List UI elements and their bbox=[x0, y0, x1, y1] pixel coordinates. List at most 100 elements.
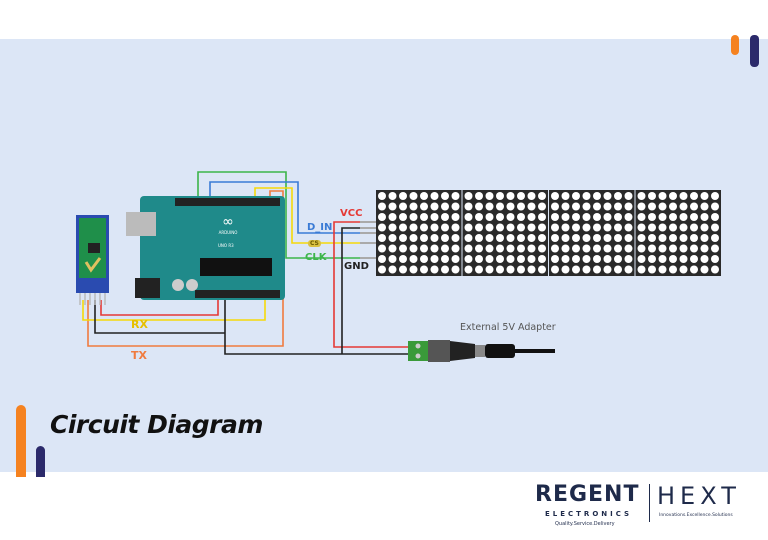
led-dot bbox=[669, 265, 677, 274]
led-dot bbox=[441, 192, 449, 200]
led-dot bbox=[485, 192, 494, 200]
accent-bar-orange-top bbox=[731, 35, 739, 55]
led-dot bbox=[388, 223, 397, 232]
led-dot bbox=[572, 213, 580, 221]
led-dot bbox=[648, 213, 656, 221]
led-dot bbox=[399, 244, 407, 253]
matrix-module bbox=[549, 190, 635, 276]
led-dot bbox=[441, 265, 449, 274]
led-dot bbox=[711, 213, 719, 221]
led-dot bbox=[561, 202, 570, 211]
led-dot bbox=[711, 234, 719, 242]
led-dot bbox=[485, 223, 494, 232]
led-dot bbox=[561, 265, 570, 274]
led-dot bbox=[420, 255, 428, 263]
led-dot bbox=[690, 255, 698, 263]
led-dot bbox=[475, 202, 483, 211]
led-dot bbox=[496, 192, 504, 200]
led-dot bbox=[582, 265, 591, 274]
led-dot bbox=[679, 213, 688, 221]
led-dot bbox=[496, 223, 504, 232]
led-dot bbox=[485, 265, 494, 274]
led-dot bbox=[527, 234, 536, 242]
wire-red-vcc bbox=[333, 221, 420, 348]
led-dot bbox=[388, 244, 397, 253]
led-dot bbox=[506, 244, 515, 253]
led-dot bbox=[561, 234, 570, 242]
led-dot bbox=[430, 202, 439, 211]
led-dot bbox=[475, 213, 483, 221]
led-dot bbox=[582, 202, 591, 211]
led-dot bbox=[551, 213, 559, 221]
led-dot bbox=[561, 255, 570, 263]
led-dot bbox=[475, 192, 483, 200]
led-dot bbox=[496, 255, 504, 263]
led-dot bbox=[451, 234, 460, 242]
led-dot bbox=[399, 202, 407, 211]
led-dot bbox=[624, 265, 633, 274]
arduino-model-text: UNO R3 bbox=[218, 243, 234, 248]
led-dot bbox=[593, 265, 601, 274]
accent-bar-navy-top bbox=[750, 35, 759, 67]
led-dot bbox=[572, 192, 580, 200]
bluetooth-module bbox=[76, 215, 109, 305]
led-dot bbox=[451, 192, 460, 200]
led-dot bbox=[464, 255, 473, 263]
page-title: Circuit Diagram bbox=[50, 410, 263, 439]
led-dot bbox=[496, 244, 504, 253]
led-dot bbox=[561, 192, 570, 200]
led-dot bbox=[679, 255, 688, 263]
svg-text:∞: ∞ bbox=[222, 214, 234, 230]
wire-green-clk bbox=[197, 171, 372, 259]
led-dot bbox=[409, 244, 418, 253]
led-dot bbox=[409, 192, 418, 200]
led-dot bbox=[378, 234, 386, 242]
led-dot bbox=[572, 265, 580, 274]
company-logo: REGENT ELECTRONICS Quality.Service.Deliv… bbox=[535, 482, 760, 532]
led-dot bbox=[420, 192, 428, 200]
wire-black-matrix-gnd bbox=[341, 227, 372, 354]
led-dot bbox=[648, 223, 656, 232]
led-dot bbox=[700, 234, 709, 242]
led-dot bbox=[658, 234, 667, 242]
led-dot bbox=[614, 213, 622, 221]
led-dot bbox=[690, 192, 698, 200]
led-dot bbox=[506, 255, 515, 263]
led-dot bbox=[582, 255, 591, 263]
led-dot bbox=[517, 202, 525, 211]
led-dot bbox=[624, 223, 633, 232]
led-dot bbox=[441, 234, 449, 242]
led-dot bbox=[430, 265, 439, 274]
led-dot bbox=[538, 213, 546, 221]
led-dot bbox=[624, 255, 633, 263]
led-dot bbox=[603, 213, 612, 221]
led-dot bbox=[603, 234, 612, 242]
wire-black-gnd bbox=[224, 300, 420, 355]
led-dot bbox=[711, 244, 719, 253]
led-dot bbox=[527, 244, 536, 253]
led-dot bbox=[700, 213, 709, 221]
led-dot bbox=[409, 223, 418, 232]
led-dot bbox=[441, 213, 449, 221]
led-dot bbox=[603, 265, 612, 274]
arduino-uno-board: ∞ ARDUINO UNO R3 bbox=[126, 196, 285, 300]
led-dot bbox=[527, 202, 536, 211]
led-dot bbox=[603, 192, 612, 200]
led-dot bbox=[378, 202, 386, 211]
led-dot bbox=[669, 192, 677, 200]
led-dot bbox=[527, 255, 536, 263]
led-dot bbox=[485, 255, 494, 263]
led-dot bbox=[430, 223, 439, 232]
adapter-label: External 5V Adapter bbox=[460, 322, 556, 333]
led-dot bbox=[464, 213, 473, 221]
led-dot bbox=[399, 223, 407, 232]
led-dot bbox=[603, 223, 612, 232]
led-dot bbox=[399, 213, 407, 221]
led-dot bbox=[399, 234, 407, 242]
led-dot bbox=[538, 192, 546, 200]
led-dot bbox=[637, 244, 646, 253]
led-dot bbox=[430, 255, 439, 263]
led-dot bbox=[464, 244, 473, 253]
led-dot bbox=[527, 265, 536, 274]
